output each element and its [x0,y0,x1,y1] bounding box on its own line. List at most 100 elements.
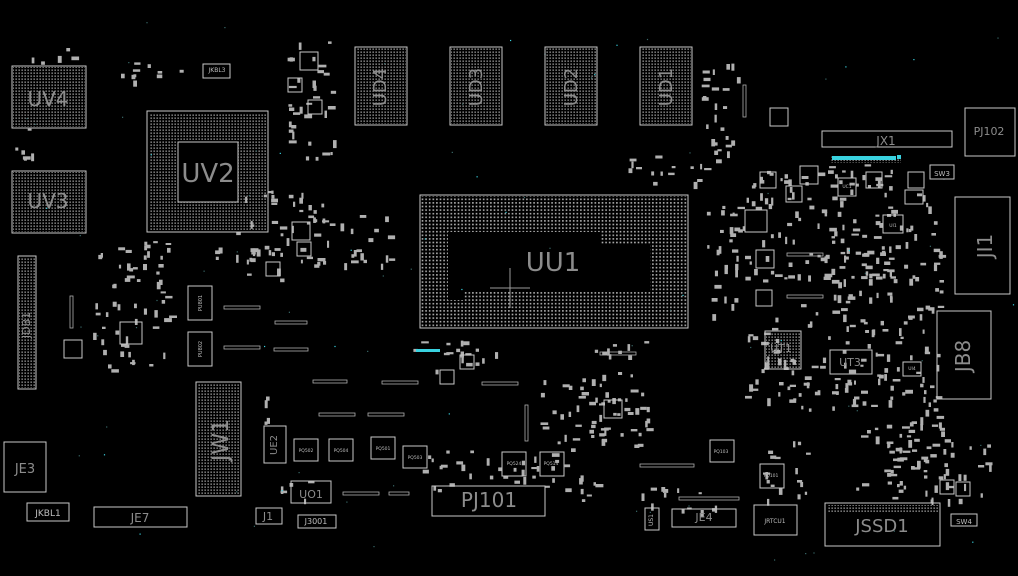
uv2-core-outline[interactable] [177,141,239,203]
uv3-outline[interactable] [11,170,87,234]
jrtcu1-outline[interactable] [753,504,798,536]
label-pq503[interactable]: PQ503 [408,455,423,461]
label-pq103[interactable]: PQ103 [714,449,729,455]
small-ic-outline[interactable] [296,241,312,257]
small-ic-outline[interactable] [955,481,971,497]
label-pu801[interactable]: PU801 [198,295,204,311]
ud1-outline[interactable] [639,46,693,126]
jkbl3-outline[interactable] [202,63,231,79]
ui4-outline[interactable] [902,361,922,377]
label-pq504[interactable]: PQ504 [334,448,349,454]
je7-outline[interactable] [93,506,188,528]
label-je7[interactable]: JE7 [130,511,150,525]
small-ic-outline[interactable] [799,165,819,185]
jkbl1-outline[interactable] [26,502,70,522]
small-ic-outline[interactable] [755,289,773,307]
label-ud4[interactable]: UD4 [370,68,391,107]
small-ic-outline[interactable] [63,339,83,359]
us1-outline[interactable] [644,507,660,531]
uv2-outline[interactable] [146,110,269,233]
j1-outline[interactable] [255,507,283,525]
small-ic-outline[interactable] [265,261,281,277]
small-ic-outline[interactable] [755,249,775,269]
je3-outline[interactable] [3,441,47,493]
small-ic-outline[interactable] [865,171,883,189]
pq502-outline[interactable] [293,438,319,462]
label-ut3[interactable]: UT3 [839,356,861,369]
sw4-outline[interactable] [950,513,978,527]
ud2-outline[interactable] [544,46,598,126]
label-jkbl3[interactable]: JKBL3 [208,67,226,74]
uo1-outline[interactable] [290,480,332,504]
ui1-outline[interactable] [882,214,904,234]
pu802-outline[interactable] [187,331,213,367]
label-uo1[interactable]: UO1 [299,488,323,501]
jdb1-outline[interactable] [17,255,37,390]
label-pq502[interactable]: PQ502 [299,448,314,454]
pu801-outline[interactable] [187,285,213,321]
label-pu802[interactable]: PU802 [198,341,204,357]
uc1-outline[interactable] [837,177,857,197]
ud3-outline[interactable] [449,46,503,126]
pq101-outline[interactable] [759,463,785,489]
jx1-outline[interactable] [821,130,953,148]
jw1-outline[interactable] [195,381,242,497]
label-pj102[interactable]: PJ102 [974,125,1005,138]
j3001-outline[interactable] [297,514,337,529]
small-ic-outline[interactable] [439,369,455,385]
label-jw1[interactable]: JW1 [209,419,234,463]
small-ic-outline[interactable] [769,107,789,127]
label-ji1[interactable]: JI1 [973,234,997,261]
label-jkbl1[interactable]: JKBL1 [34,509,60,519]
label-jrtcu1[interactable]: JRTCU1 [763,518,785,525]
je4-outline[interactable] [671,508,737,528]
ud4-outline[interactable] [354,46,408,126]
pq514-outline[interactable] [539,451,565,477]
pj102-outline[interactable] [964,107,1016,157]
label-pq101[interactable]: PQ101 [764,473,779,479]
label-sw3[interactable]: SW3 [934,170,950,178]
label-uu1[interactable]: UU1 [526,248,581,278]
pq501-outline[interactable] [370,436,396,460]
small-ic-outline[interactable] [287,77,303,93]
label-pq524[interactable]: PQ524 [507,461,522,467]
label-je4[interactable]: JE4 [694,511,712,524]
label-us1[interactable]: US1 [648,514,655,526]
pq504-outline[interactable] [328,438,354,462]
label-ud3[interactable]: UD3 [466,68,487,107]
label-ut1[interactable]: UT1 [770,342,792,355]
pq503-outline[interactable] [402,445,428,469]
ut1-outline[interactable] [764,330,802,370]
pj101-outline[interactable] [431,485,546,517]
label-je3[interactable]: JE3 [14,462,35,477]
small-ic-outline[interactable] [299,51,319,71]
uv4-outline[interactable] [11,65,87,129]
small-ic-outline[interactable] [744,209,768,233]
label-uc1[interactable]: UC1 [842,184,851,190]
label-uv2[interactable]: UV2 [181,159,234,189]
small-ic-outline[interactable] [291,221,311,241]
small-ic-outline[interactable] [603,399,623,419]
label-pq501[interactable]: PQ501 [376,446,391,452]
label-j1[interactable]: J1 [262,510,273,523]
label-pj101[interactable]: PJ101 [461,488,517,512]
label-jssd1[interactable]: JSSD1 [854,516,908,537]
ut3-outline[interactable] [829,349,873,375]
label-j3001[interactable]: J3001 [304,517,328,526]
label-jx1[interactable]: JX1 [875,134,895,148]
small-ic-outline[interactable] [939,479,955,495]
label-jb8[interactable]: JB8 [951,340,975,374]
label-ud2[interactable]: UD2 [561,68,582,107]
small-ic-outline[interactable] [785,185,803,203]
label-sw4[interactable]: SW4 [956,518,972,526]
sw3-outline[interactable] [929,164,955,180]
label-ui1[interactable]: UI1 [889,223,897,229]
label-pq514[interactable]: PQ514 [544,461,559,467]
label-uv4[interactable]: UV4 [27,87,68,111]
label-uv3[interactable]: UV3 [27,189,68,213]
label-ui4[interactable]: UI4 [908,366,916,372]
pq524-outline[interactable] [501,451,527,477]
jssd1-outline[interactable] [824,502,941,547]
label-jdb1[interactable]: JDB1 [20,312,33,339]
label-ue2[interactable]: UE2 [269,435,280,455]
